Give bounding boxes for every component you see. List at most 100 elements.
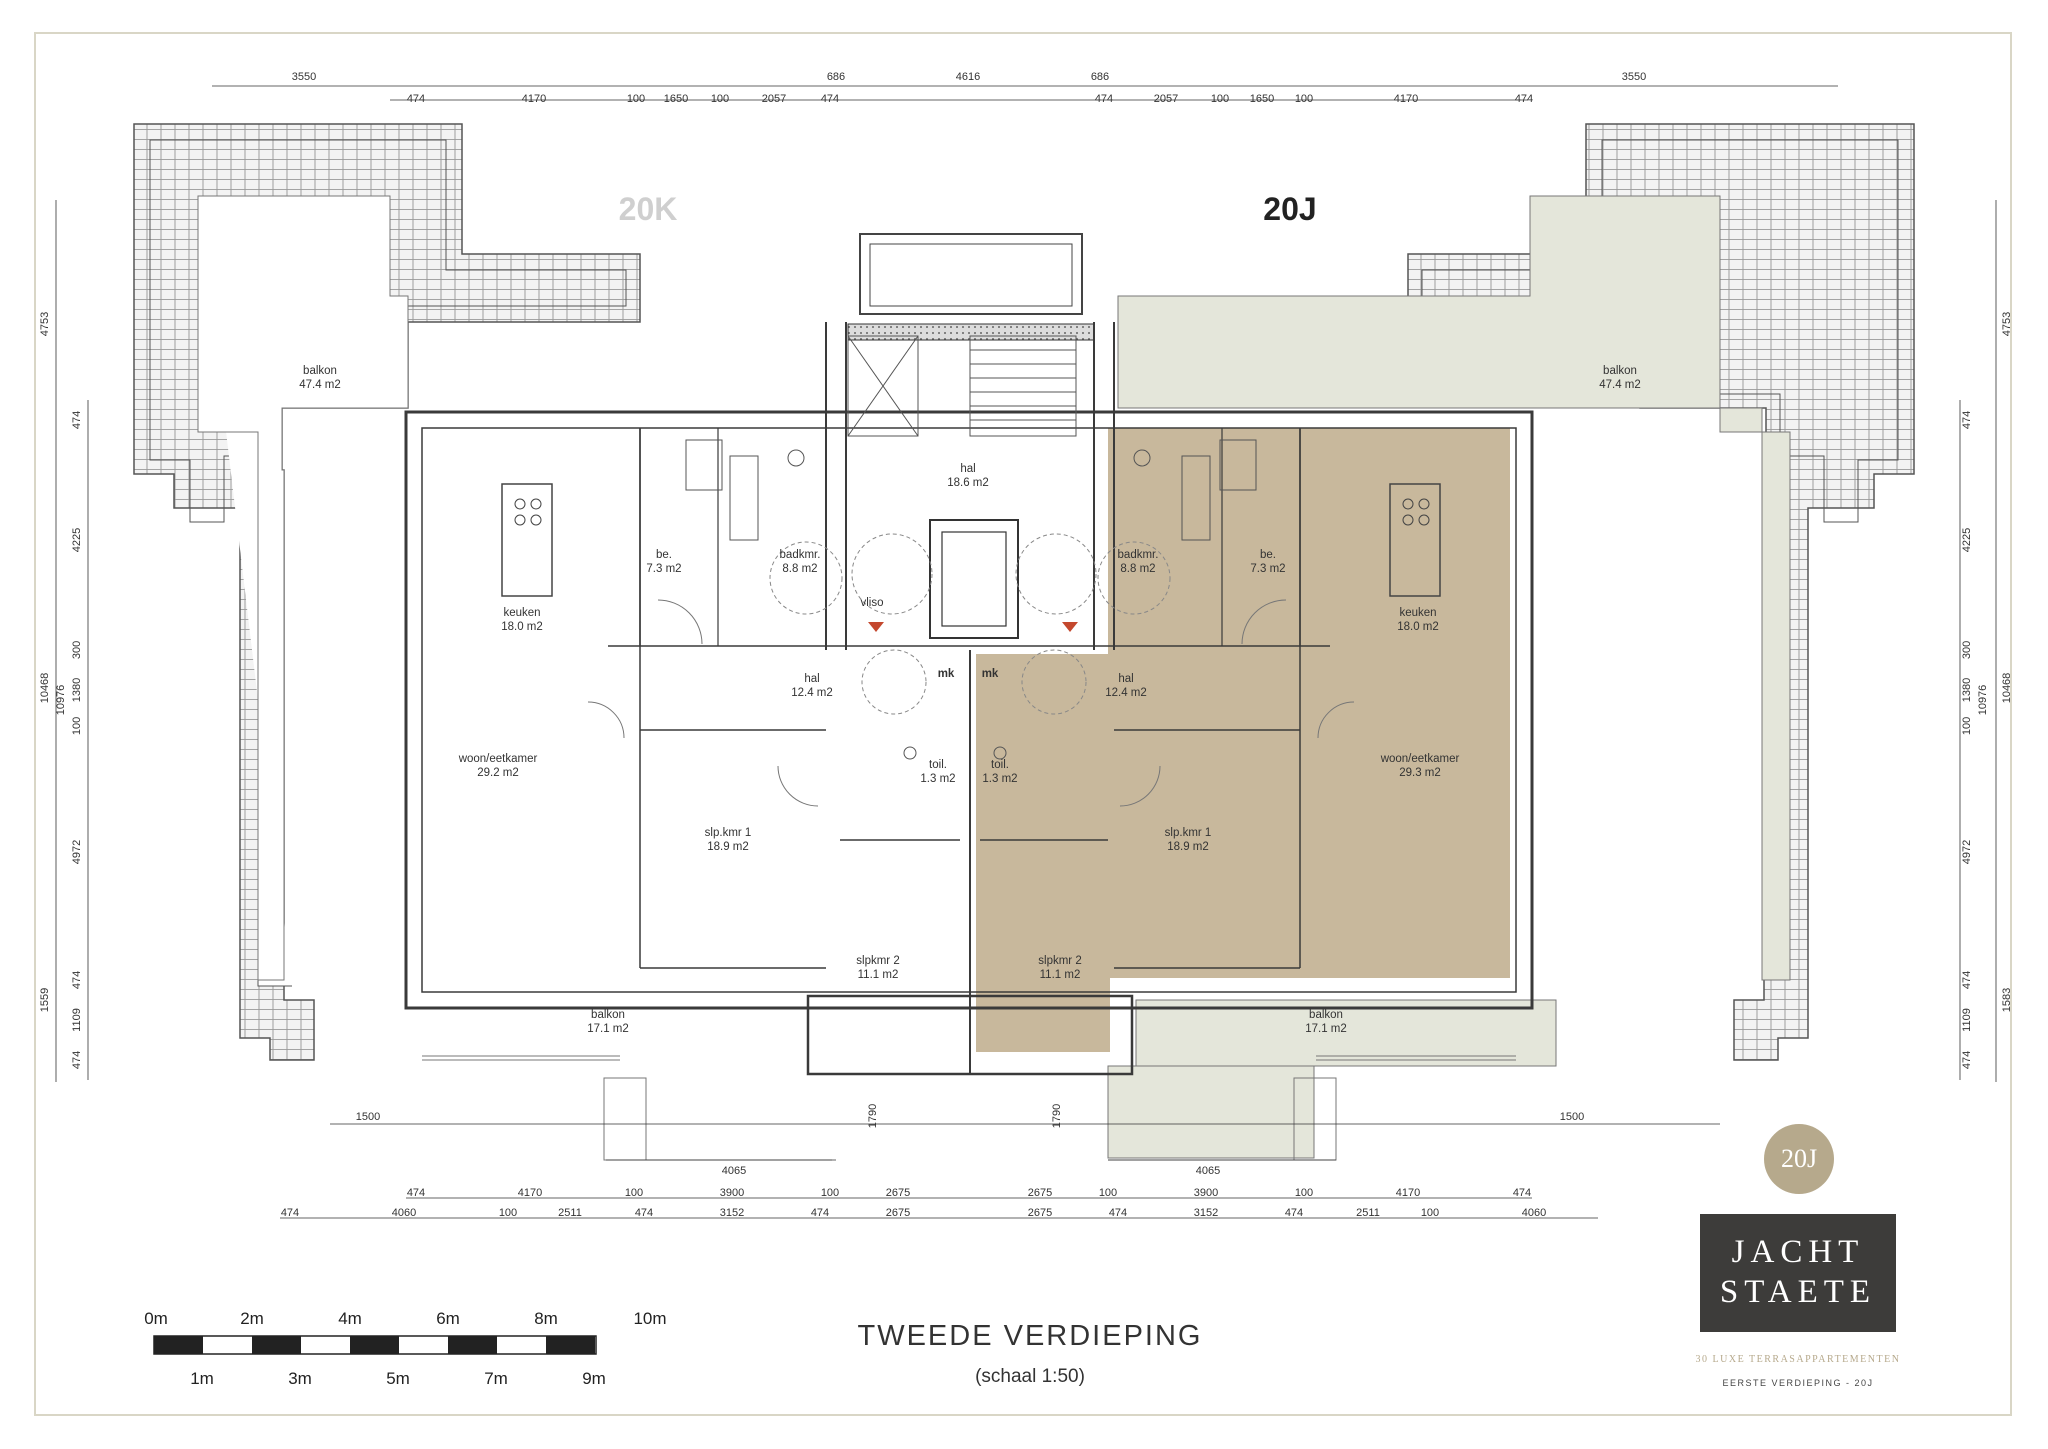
dim-right2-9: 10976 bbox=[1977, 685, 1989, 716]
scale-note: (schaal 1:50) bbox=[975, 1366, 1085, 1387]
room-name-balkon-right-bottom: balkon bbox=[1309, 1009, 1343, 1021]
dim-right2-0: 474 bbox=[1961, 411, 1973, 429]
scale-label-5m: 5m bbox=[386, 1369, 410, 1388]
dim-top2-13: 474 bbox=[1515, 93, 1533, 105]
room-name-slp2-right: slpkmr 2 bbox=[1038, 955, 1081, 967]
room-area-hal-right: 12.4 m2 bbox=[1105, 687, 1147, 699]
room-name-keuken-right: keuken bbox=[1399, 607, 1436, 619]
dim-right1-1: 10468 bbox=[2001, 673, 2013, 704]
dim-bot-small-1: 1500 bbox=[1560, 1111, 1584, 1123]
room-area-hal-center: 18.6 m2 bbox=[947, 477, 989, 489]
dim-bot2-3: 2511 bbox=[558, 1207, 582, 1219]
dim-bot2-10: 3152 bbox=[1194, 1207, 1218, 1219]
door-swings bbox=[769, 533, 1171, 715]
room-name-woon-left: woon/eetkamer bbox=[458, 753, 538, 765]
dim-bot-small-2: 1790 bbox=[867, 1104, 879, 1128]
dim-left2-3: 1380 bbox=[71, 678, 83, 702]
dim-right2-5: 4972 bbox=[1961, 840, 1973, 864]
dim-top2-12: 4170 bbox=[1394, 93, 1418, 105]
dim-bot2-6: 474 bbox=[811, 1207, 829, 1219]
dim-right2-1: 4225 bbox=[1961, 528, 1973, 552]
room-area-balkon-left-bottom: 17.1 m2 bbox=[587, 1023, 629, 1035]
room-area-slp1-right: 18.9 m2 bbox=[1167, 841, 1209, 853]
dim-bot2-13: 100 bbox=[1421, 1207, 1439, 1219]
room-name-woon-right: woon/eetkamer bbox=[1380, 753, 1460, 765]
page-frame bbox=[34, 32, 2012, 1416]
dim-top2-1: 4170 bbox=[522, 93, 546, 105]
dim-top2-7: 474 bbox=[1095, 93, 1113, 105]
dim-bot2-11: 474 bbox=[1285, 1207, 1303, 1219]
meter-cupboard-label-left: mk bbox=[938, 668, 955, 680]
dim-bot-small-0: 1500 bbox=[356, 1111, 380, 1123]
walls bbox=[404, 322, 1534, 1076]
room-name-hal-left: hal bbox=[804, 673, 819, 685]
dim-bot1-8: 3900 bbox=[1194, 1187, 1218, 1199]
room-area-slp2-right: 11.1 m2 bbox=[1040, 969, 1081, 981]
dim-top2-0: 474 bbox=[407, 93, 425, 105]
unit-20j-highlight bbox=[976, 428, 1510, 1052]
room-area-slp1-left: 18.9 m2 bbox=[707, 841, 749, 853]
dim-top2-11: 100 bbox=[1295, 93, 1313, 105]
room-name-slp1-right: slp.kmr 1 bbox=[1165, 827, 1212, 839]
dim-bot1-6: 2675 bbox=[1028, 1187, 1052, 1199]
dim-bot1-7: 100 bbox=[1099, 1187, 1117, 1199]
dim-left2-9: 10976 bbox=[55, 685, 67, 716]
dim-top1-2: 4616 bbox=[956, 71, 980, 83]
dim-top2-9: 100 bbox=[1211, 93, 1229, 105]
dim-bot-small-3: 1790 bbox=[1051, 1104, 1063, 1128]
unit-label-20k: 20K bbox=[619, 191, 678, 227]
dim-top2-10: 1650 bbox=[1250, 93, 1274, 105]
dim-bot2-5: 3152 bbox=[720, 1207, 744, 1219]
scale-label-9m: 9m bbox=[582, 1369, 606, 1388]
dimension-texts: 3550 686 4616 686 3550 474 4170 100 1650… bbox=[39, 71, 2013, 1219]
dim-left2-8: 474 bbox=[71, 1051, 83, 1069]
dim-left2-1: 4225 bbox=[71, 528, 83, 552]
scale-bar: 0m 2m 4m 6m 8m 10m 1m 3m 5m 7m 9m bbox=[144, 1309, 666, 1388]
dim-left2-6: 474 bbox=[71, 971, 83, 989]
dim-left2-2: 300 bbox=[71, 641, 83, 659]
dim-bot2-1: 4060 bbox=[392, 1207, 416, 1219]
room-area-keuken-right: 18.0 m2 bbox=[1397, 621, 1439, 633]
dim-right2-6: 474 bbox=[1961, 971, 1973, 989]
room-name-slp1-left: slp.kmr 1 bbox=[705, 827, 752, 839]
room-area-balkon-left-top: 47.4 m2 bbox=[299, 379, 341, 391]
dim-bot2-14: 4060 bbox=[1522, 1207, 1546, 1219]
room-name-be-left: be. bbox=[656, 549, 672, 561]
room-area-hal-left: 12.4 m2 bbox=[791, 687, 833, 699]
terrace-left bbox=[197, 195, 409, 981]
door-arcs bbox=[587, 599, 1355, 807]
dim-left2-7: 1109 bbox=[71, 1008, 83, 1032]
room-name-badkmr-left: badkmr. bbox=[780, 549, 821, 561]
scale-label-4m: 4m bbox=[338, 1309, 362, 1328]
room-area-woon-left: 29.2 m2 bbox=[477, 767, 519, 779]
room-area-badkmr-left: 8.8 m2 bbox=[782, 563, 817, 575]
room-name-balkon-left-top: balkon bbox=[303, 365, 337, 377]
dim-bot2-0: 474 bbox=[281, 1207, 299, 1219]
room-area-be-left: 7.3 m2 bbox=[646, 563, 681, 575]
room-name-hal-center: hal bbox=[960, 463, 975, 475]
dim-bot1-4: 100 bbox=[821, 1187, 839, 1199]
dim-bot2-2: 100 bbox=[499, 1207, 517, 1219]
room-name-be-right: be. bbox=[1260, 549, 1276, 561]
dim-bot1-11: 474 bbox=[1513, 1187, 1531, 1199]
room-name-toil-right: toil. bbox=[991, 759, 1009, 771]
scale-label-10m: 10m bbox=[633, 1309, 666, 1328]
dim-bot1-5: 2675 bbox=[886, 1187, 910, 1199]
room-name-slp2-left: slpkmr 2 bbox=[856, 955, 899, 967]
room-area-woon-right: 29.3 m2 bbox=[1399, 767, 1441, 779]
unit-label-20j: 20J bbox=[1263, 191, 1316, 227]
dim-bot-small-4: 4065 bbox=[722, 1165, 746, 1177]
dim-left2-0: 474 bbox=[71, 411, 83, 429]
dim-top2-3: 1650 bbox=[664, 93, 688, 105]
dim-bot2-7: 2675 bbox=[886, 1207, 910, 1219]
dim-top2-8: 2057 bbox=[1154, 93, 1178, 105]
dim-left2-4: 100 bbox=[71, 717, 83, 735]
room-name-balkon-left-bottom: balkon bbox=[591, 1009, 625, 1021]
bathroom-fixtures bbox=[685, 439, 1257, 760]
kitchen-island-right bbox=[1389, 483, 1441, 597]
drawing-title: TWEEDE VERDIEPING bbox=[857, 1320, 1203, 1352]
dim-top1-4: 3550 bbox=[1622, 71, 1646, 83]
room-area-badkmr-right: 8.8 m2 bbox=[1120, 563, 1155, 575]
terrace-right-highlight bbox=[1107, 195, 1791, 1159]
dim-right2-7: 1109 bbox=[1961, 1008, 1973, 1032]
